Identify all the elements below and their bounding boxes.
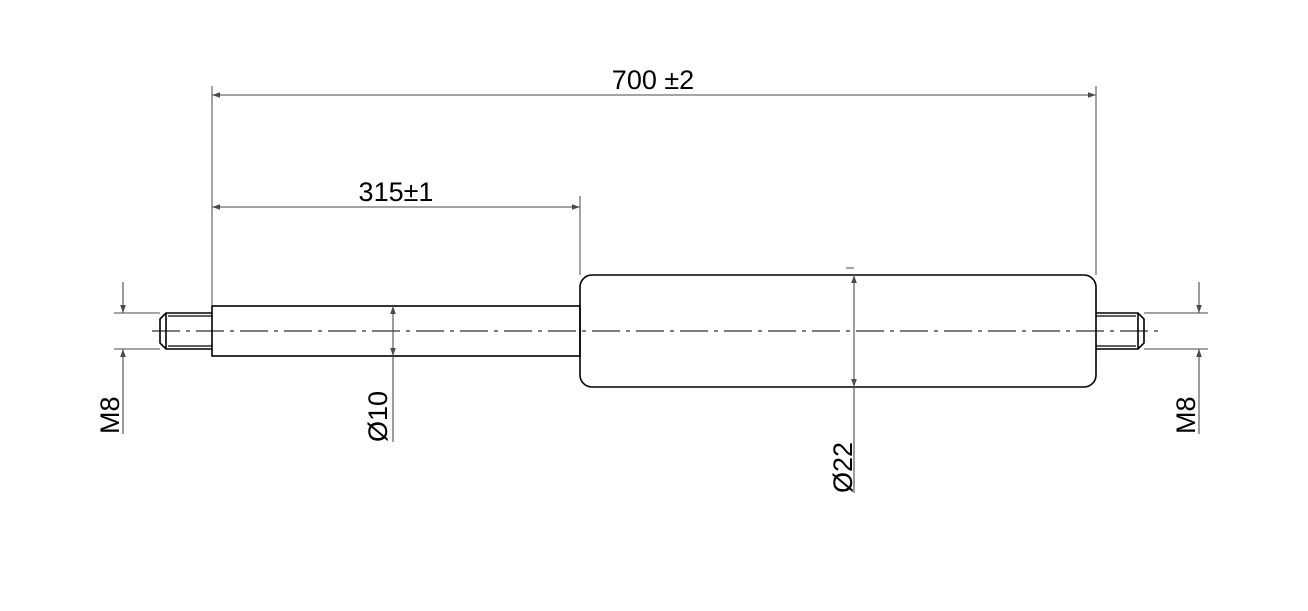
body-diameter-label: Ø22	[828, 442, 858, 493]
dim-left-thread: M8	[95, 282, 160, 434]
dim-right-thread: M8	[1144, 282, 1208, 434]
dim-rod-extension: 315±1	[212, 177, 581, 275]
left-thread-label: M8	[95, 396, 125, 434]
overall-length-label: 700 ±2	[612, 65, 694, 95]
dim-body-diameter: Ø22	[828, 267, 858, 493]
part-outline	[152, 274, 1160, 388]
dim-overall-length: 700 ±2	[211, 65, 1097, 306]
right-thread-label: M8	[1171, 396, 1201, 434]
rod-diameter-label: Ø10	[363, 391, 393, 442]
dim-rod-diameter: Ø10	[363, 306, 396, 442]
rod-extension-label: 315±1	[359, 177, 434, 207]
